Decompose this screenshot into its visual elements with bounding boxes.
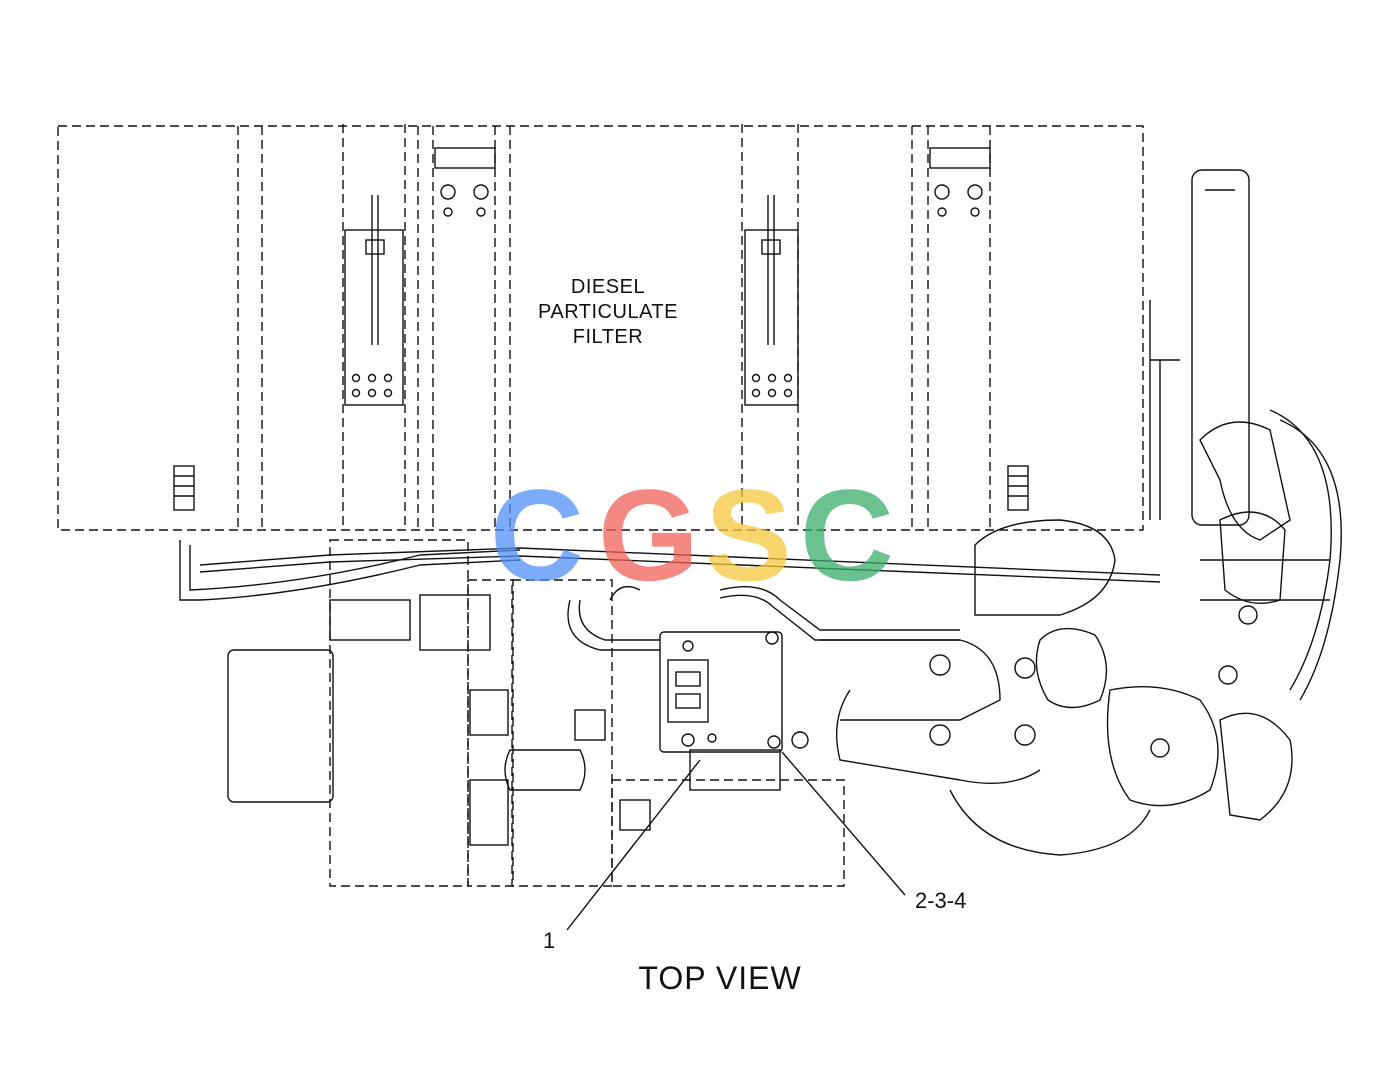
dpf-label-line-1: DIESEL bbox=[570, 276, 646, 298]
dpf-label-line-3: FILTER bbox=[572, 326, 644, 348]
clamp-bands bbox=[344, 147, 991, 406]
sensor-tubes bbox=[179, 540, 1161, 651]
control-module bbox=[659, 631, 809, 753]
turbo-and-hoses bbox=[820, 409, 1342, 856]
callout-2-3-4: 2-3-4 bbox=[915, 888, 967, 913]
dpf-housing bbox=[57, 124, 1144, 531]
dpf-label-line-2: PARTICULATE bbox=[538, 301, 678, 323]
exhaust-stack bbox=[1149, 169, 1250, 526]
callout-2-3-4-leader bbox=[781, 751, 906, 896]
temperature-sensors bbox=[173, 465, 1029, 511]
dpf-label: DIESEL PARTICULATE FILTER bbox=[508, 275, 708, 350]
callout-1: 1 bbox=[543, 928, 556, 953]
callout-1-leader bbox=[566, 759, 701, 931]
view-title: TOP VIEW bbox=[638, 960, 802, 996]
engine-block bbox=[227, 539, 845, 887]
